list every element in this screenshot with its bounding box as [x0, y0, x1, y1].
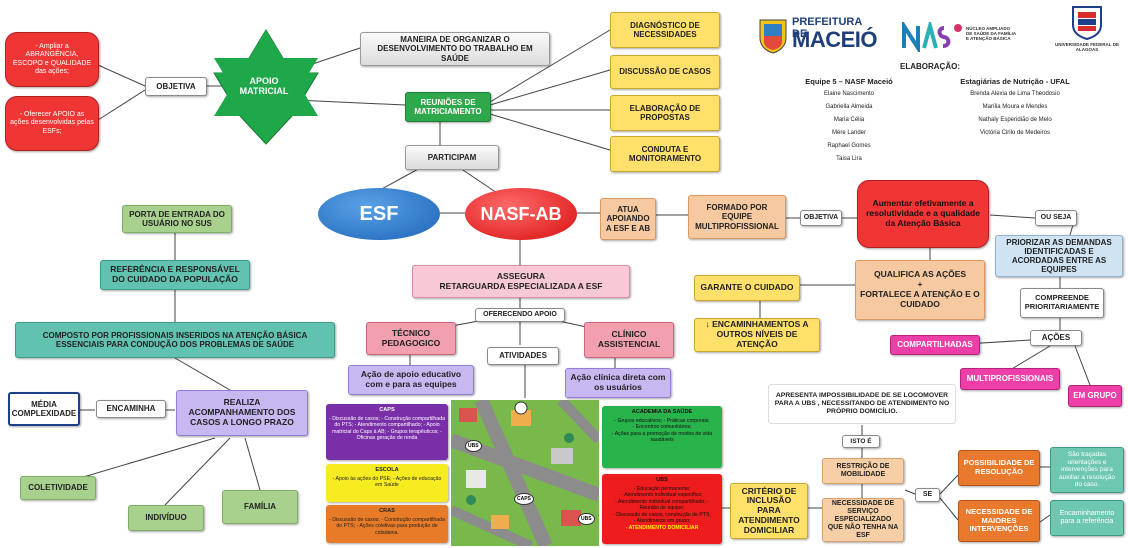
realiza-acompanhamento-box: REALIZA ACOMPANHAMENTO DOS CASOS A LONGO… [176, 390, 308, 436]
maneira-organizar-box: MANEIRA DE ORGANIZAR O DESENVOLVIMENTO D… [360, 32, 550, 66]
diagnostico-box: DIAGNÓSTICO DE NECESSIDADES [610, 12, 720, 48]
prefeitura-city-text: MACEIÓ [792, 27, 878, 52]
isto-e-label: ISTO É [842, 435, 880, 448]
composto-profissionais-box: COMPOSTO POR PROFISSIONAIS INSERIDOS NA … [15, 322, 335, 358]
garante-cuidado-box: GARANTE O CUIDADO [694, 275, 800, 301]
team2-title: Estagiárias de Nutrição - UFAL [960, 77, 1070, 86]
team1-member: Raphael Gomes [827, 143, 871, 149]
map-label-caps: CAPS [514, 493, 534, 505]
esf-ellipse: ESF [318, 188, 440, 240]
reunioes-matriciamento-box: REUNIÕES DE MATRICIAMENTO [405, 92, 491, 122]
media-complexidade-box: MÉDIA COMPLEXIDADE [8, 392, 80, 426]
conduta-monitoramento-box: CONDUTA E MONITORAMENTO [610, 136, 720, 172]
sao-tracadas-box: São traçadas orientações e intervenções … [1050, 447, 1124, 493]
acoes-label: AÇÕES [1030, 330, 1082, 346]
nasf-logo: NÚCLEO AMPLIADO DE SAÚDE DA FAMÍLIA E AT… [902, 18, 1022, 58]
ubs-card: UBS - Educação permanente; - Atendimento… [602, 474, 722, 544]
assegura-box: ASSEGURA RETARGUARDA ESPECIALIZADA A ESF [412, 265, 630, 298]
familia-box: FAMÍLIA [222, 490, 298, 524]
acao-clinica-box: Ação clínica direta com os usuários [565, 368, 671, 398]
team2-member: Nathaly Esperidião de Melo [978, 117, 1052, 123]
cras-title: CRAS [379, 508, 395, 514]
porta-entrada-box: PORTA DE ENTRADA DO USUÁRIO NO SUS [122, 205, 232, 233]
academia-title: ACADEMIA DA SAÚDE [631, 409, 693, 415]
team1-member: Taisa Lira [836, 156, 862, 162]
encaminhamento-referencia-box: Encaminhamento para a referência [1050, 500, 1124, 536]
cras-card: CRAS - Discussão de casos; - Construção … [326, 505, 448, 543]
cras-text: - Discussão de casos; - Construção compa… [329, 516, 445, 536]
map-label-ubs-1: UBS [465, 440, 482, 452]
objetiva-left-label: OBJETIVA [145, 77, 207, 96]
prefeitura-logo: PREFEITURA DE MACEIÓ [758, 14, 878, 56]
academia-text: - Grupos educativos; - Práticas corporai… [611, 417, 713, 444]
ufal-logo: UNIVERSIDADE FEDERAL DE ALAGOAS [1052, 4, 1122, 54]
elaboracao-label: ELABORAÇÃO: [900, 62, 960, 71]
caps-title: CAPS [379, 407, 395, 413]
maiores-intervencoes-box: NECESSIDADE DE MAIORES INTERVENÇÕES [958, 500, 1040, 542]
tecnico-pedagogico-box: TÉCNICO PEDAGOGICO [366, 322, 456, 355]
oferecendo-apoio-label: OFERECENDO APOIO [475, 308, 565, 322]
necessidade-servico-box: NECESSIDADE DE SERVIÇO ESPECIALIZADO QUE… [822, 498, 904, 542]
team2-member: Marília Moura e Mendes [982, 104, 1048, 110]
objetiva-right-label: OBJETIVA [800, 210, 842, 226]
aumentar-resolutividade-box: Aumentar efetivamente a resolutividade e… [857, 180, 989, 248]
nasf-logo-icon [902, 22, 962, 52]
escola-title: ESCOLA [375, 467, 399, 473]
individuo-box: INDIVÍDUO [128, 505, 204, 531]
team1-member: Elaine Nascimento [823, 91, 875, 97]
nasf-logo-text: NÚCLEO AMPLIADO DE SAÚDE DA FAMÍLIA E AT… [966, 26, 1016, 42]
map-label-ubs-2: UBS [578, 513, 595, 525]
compreende-label: COMPREENDE PRIORITARIAMENTE [1020, 288, 1104, 318]
encaminhamentos-box: ↓ ENCAMINHAMENTOS A OUTROS NÍVEIS DE ATE… [694, 318, 820, 352]
academia-card: ACADEMIA DA SAÚDE - Grupos educativos; -… [602, 406, 722, 468]
team2-member: Brenda Alexia de Lima Theodosio [970, 91, 1060, 97]
referencia-responsavel-box: REFERÊNCIA E RESPONSÁVEL DO CUIDADO DA P… [100, 260, 250, 290]
escola-card: ESCOLA - Apoio às ações do PSE; - Ações … [326, 464, 448, 502]
ubs-domiciliar-highlight: - ATENDIMENTO DOMICILIAR [625, 524, 699, 531]
encaminha-label: ENCAMINHA [96, 400, 166, 418]
nasf-ab-ellipse: NASF-AB [465, 188, 577, 240]
priorizar-demandas-box: PRIORIZAR AS DEMANDAS IDENTIFICADAS E AC… [995, 235, 1123, 277]
compartilhadas-box: COMPARTILHADAS [890, 335, 980, 355]
maceio-crest-icon [759, 19, 787, 54]
discussao-casos-box: DISCUSSÃO DE CASOS [610, 55, 720, 89]
elaboracao-propostas-box: ELABORAÇÃO DE PROPOSTAS [610, 95, 720, 131]
team2-member: Victória Cirilo de Medeiros [980, 130, 1050, 136]
formado-equipe-box: FORMADO POR EQUIPE MULTIPROFISSIONAL [688, 195, 786, 239]
ou-seja-label: OU SEJA [1035, 210, 1077, 226]
atua-apoiando-box: ATUA APOIANDO A ESF E AB [600, 198, 656, 240]
objetivo-ampliar-box: - Ampliar a ABRANGÊNCIA, ESCOPO e QUALID… [5, 32, 99, 87]
ufal-crest-icon [1072, 6, 1102, 40]
apresenta-impossibilidade-text: APRESENTA IMPOSSIBILIDADE DE SE LOCOMOVE… [768, 384, 956, 424]
team1-title: Equipe 5 – NASF Maceió [805, 77, 893, 86]
team1-member: Gabriella Almeida [825, 104, 873, 110]
possibilidade-resolucao-box: POSSIBILIDADE DE RESOLUÇÃO [958, 450, 1040, 486]
prefeitura-top-text: PREFEITURA DE [792, 16, 862, 40]
qualifica-acoes-box: QUALIFICA AS AÇÕES + FORTALECE A ATENÇÃO… [855, 260, 985, 320]
team1-member: Maria Célia [833, 117, 865, 123]
caps-text: - Discussão de casos; - Construção compa… [329, 415, 445, 442]
team1-member: Mére Lander [831, 130, 867, 136]
criterio-inclusao-box: CRITÉRIO DE INCLUSÃO PARA ATENDIMENTO DO… [730, 483, 808, 539]
apoio-matricial-star [213, 29, 319, 145]
ubs-title: UBS [656, 477, 668, 483]
restricao-mobilidade-box: RESTRIÇÃO DE MOBILIDADE [822, 458, 904, 484]
acao-educativa-box: Ação de apoio educativo com e para as eq… [348, 365, 474, 395]
se-label: SE [915, 488, 940, 502]
apoio-matricial-label: APOIO MATRICIAL [239, 75, 289, 96]
atividades-label: ATIVIDADES [487, 347, 559, 365]
caps-card: CAPS - Discussão de casos; - Construção … [326, 404, 448, 460]
clinico-assistencial-box: CLÍNICO ASSISTENCIAL [584, 322, 674, 358]
coletividade-box: COLETIVIDADE [20, 476, 96, 500]
em-grupo-box: EM GRUPO [1068, 385, 1122, 407]
ufal-text: UNIVERSIDADE FEDERAL DE ALAGOAS [1055, 42, 1119, 52]
ubs-text: - Educação permanente; - Atendimento ind… [613, 485, 711, 525]
objetivo-oferecer-box: - Oferecer APOIO as ações desenvolvidas … [5, 96, 99, 151]
city-map-illustration [451, 400, 599, 546]
escola-text: - Apoio às ações do PSE; - Ações de educ… [332, 475, 442, 489]
multiprofissionais-box: MULTIPROFISSIONAIS [960, 368, 1060, 390]
participam-box: PARTICIPAM [405, 145, 499, 170]
